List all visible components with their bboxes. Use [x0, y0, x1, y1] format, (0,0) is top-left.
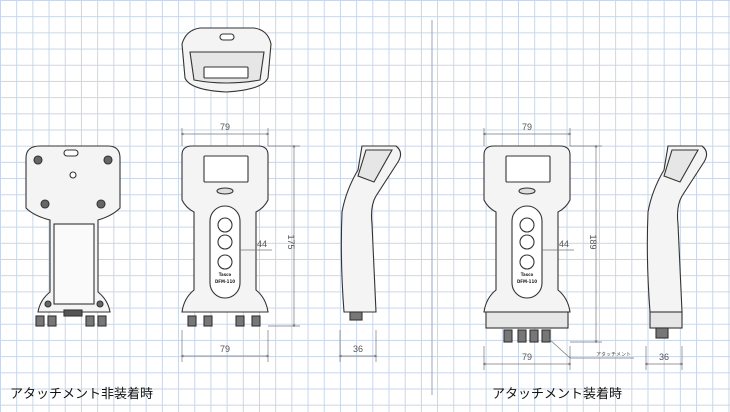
dim-bottom-width-right: 79: [522, 352, 532, 362]
dim-depth-right: 36: [659, 352, 669, 362]
side-view-right: [646, 145, 708, 339]
caption-with-attachment: アタッチメント装着時: [492, 387, 623, 402]
dim-top-width-left: 79: [220, 122, 230, 132]
front-view-right: [483, 145, 571, 343]
dim-button-width-left: 44: [257, 239, 267, 249]
model-text-left: DFM-110: [215, 279, 235, 284]
caption-without-attachment: アタッチメント非装着時: [10, 387, 154, 402]
dimension-lines-left: [180, 128, 378, 362]
model-text-right: DFM-110: [517, 279, 537, 284]
side-view-left: [340, 145, 402, 321]
dim-button-width-right: 44: [559, 239, 569, 249]
top-view: [181, 27, 272, 93]
brand-text-right: Tasco: [521, 272, 534, 277]
dim-depth-left: 36: [353, 344, 363, 354]
dim-bottom-width-left: 79: [220, 344, 230, 354]
dimension-lines-right: [482, 128, 684, 370]
dim-height-right: 189: [588, 234, 598, 249]
dim-height-left: 175: [286, 234, 296, 249]
front-view-left: [181, 145, 269, 327]
brand-text-left: Tasco: [219, 272, 232, 277]
dim-top-width-right: 79: [522, 122, 532, 132]
attachment-callout: アタッチメント: [596, 351, 631, 358]
back-view-left: [25, 145, 121, 327]
